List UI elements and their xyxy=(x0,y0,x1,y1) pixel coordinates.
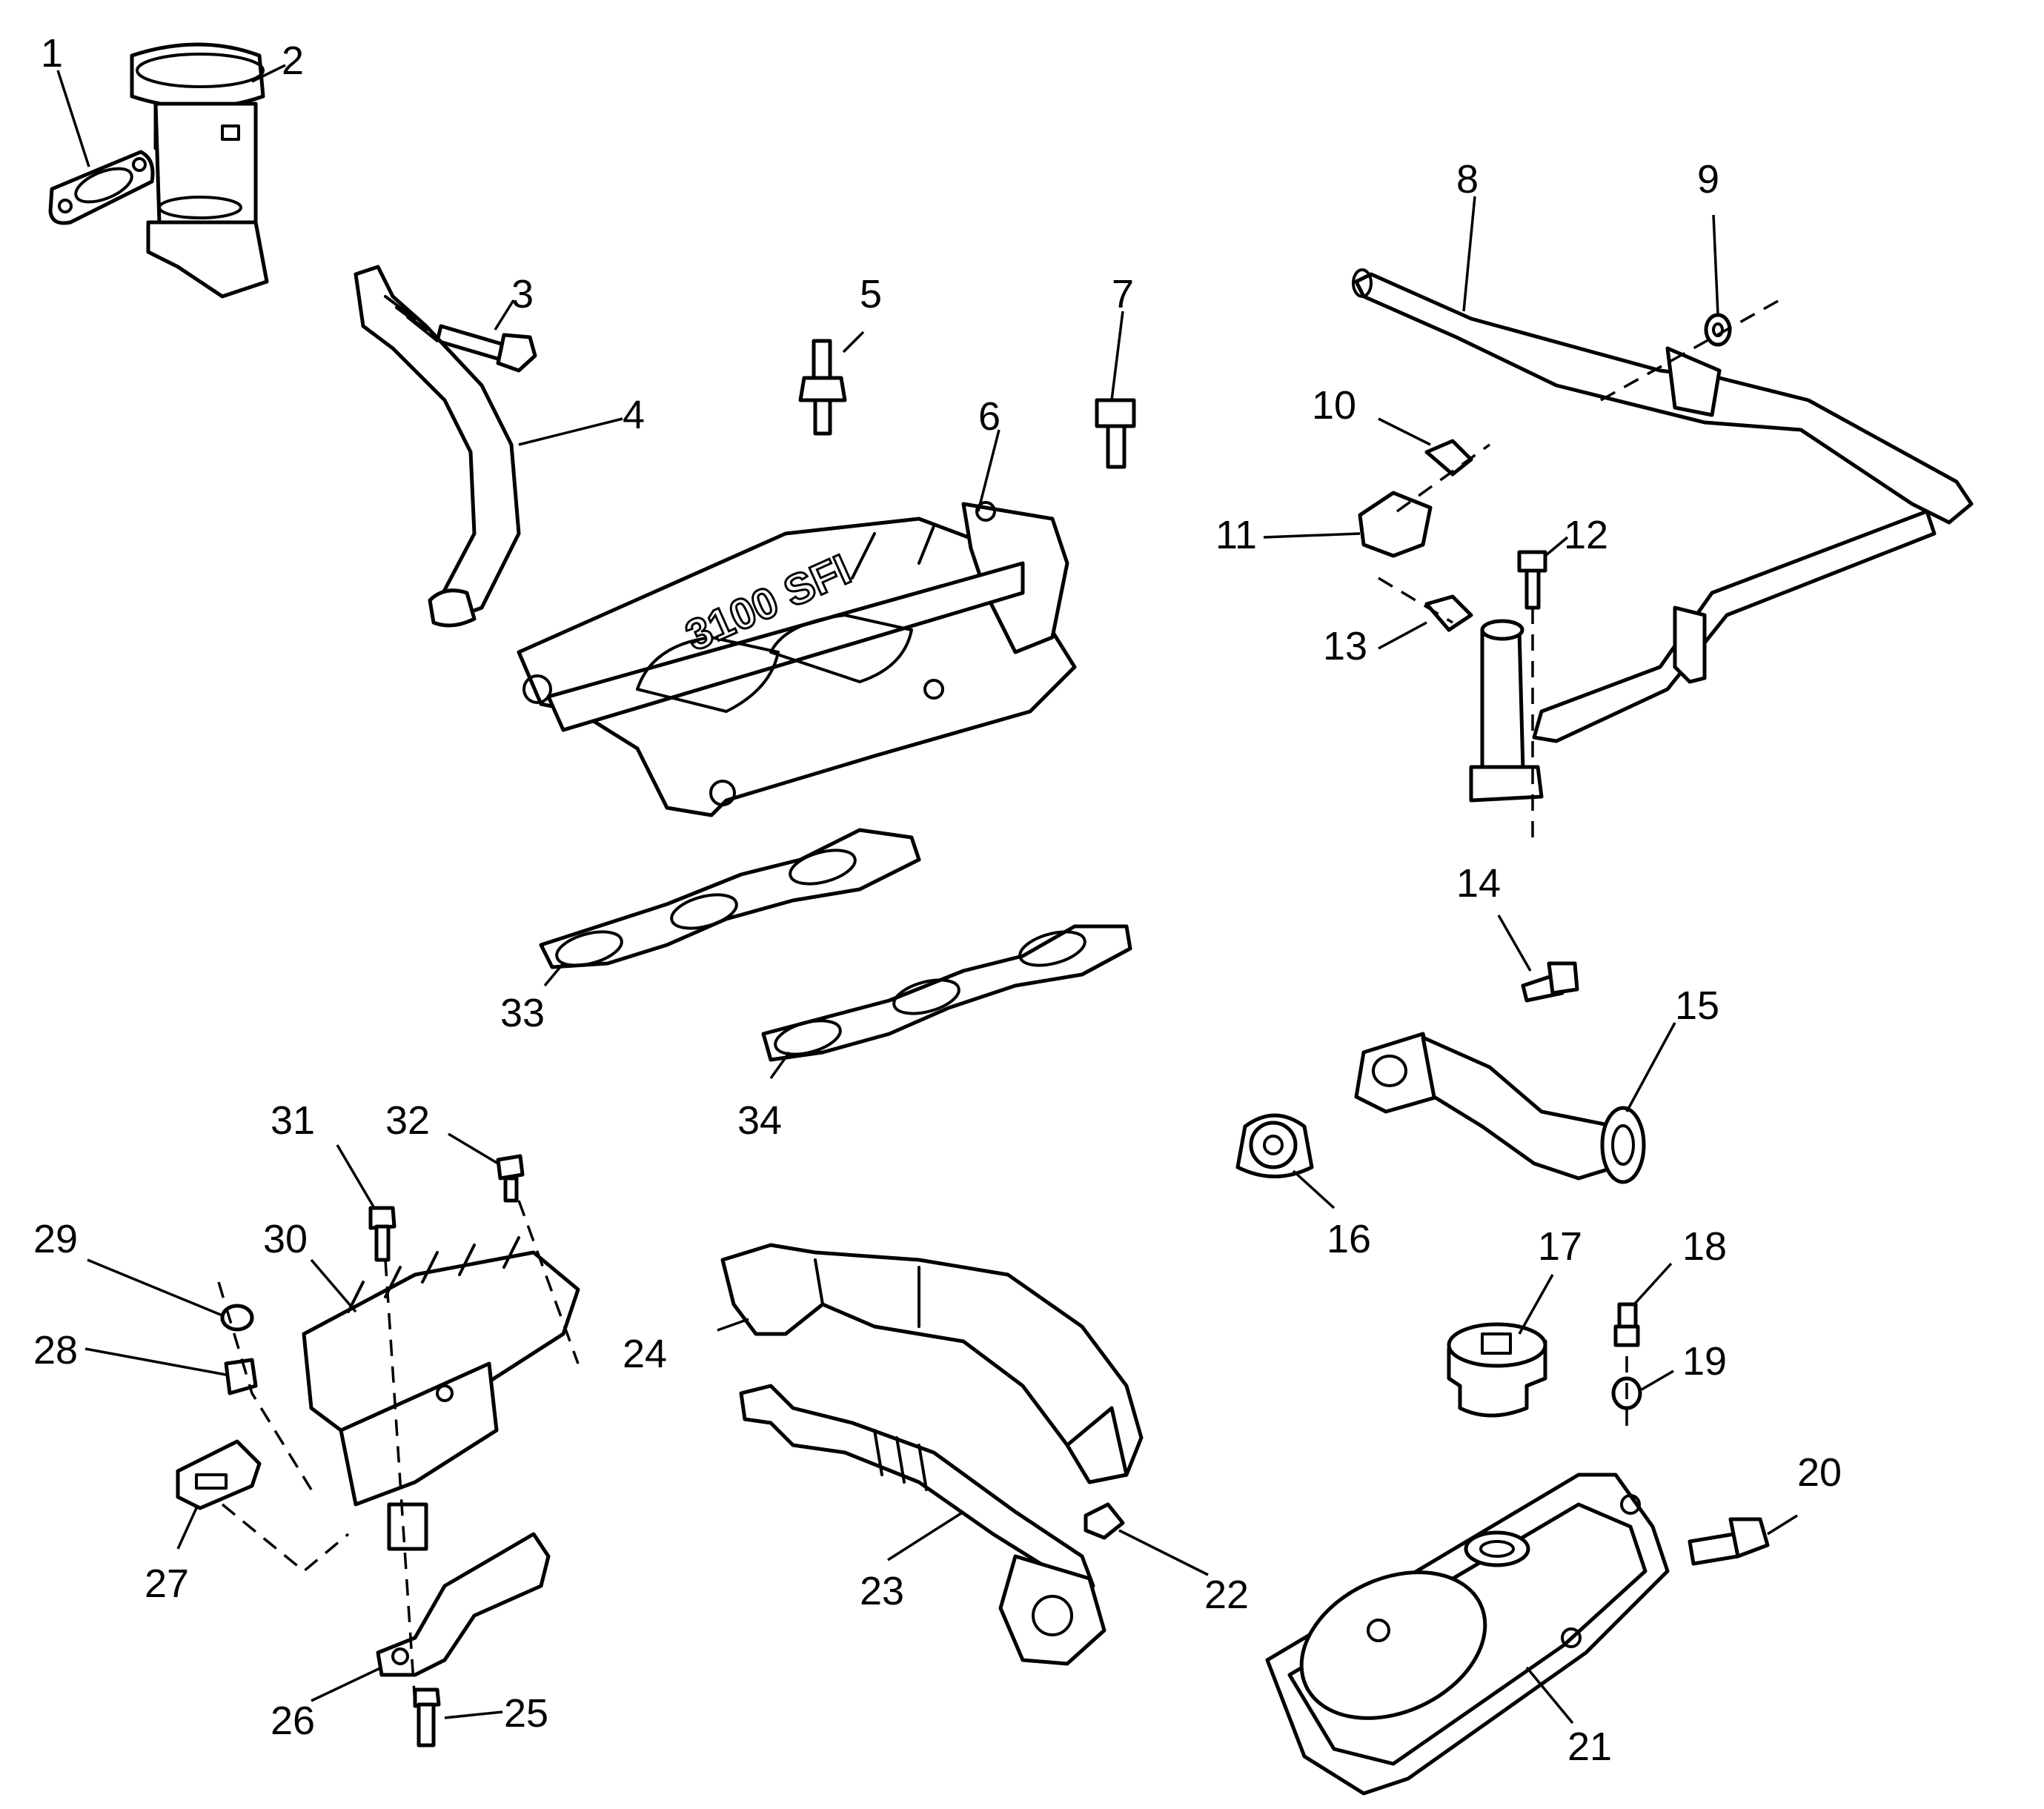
callout-24: 24 xyxy=(623,1332,667,1376)
part-33-gasket xyxy=(539,828,921,969)
part-17-oil-fill-cap xyxy=(1447,1322,1547,1418)
callout-11: 11 xyxy=(1215,513,1257,557)
part-13-clamp xyxy=(1424,594,1473,632)
part-31-bolt xyxy=(368,1206,396,1262)
bypass-pipe xyxy=(1469,619,1544,803)
part-18-sensor xyxy=(1613,1302,1640,1347)
part-7-bolt xyxy=(1095,398,1136,469)
callout-2: 2 xyxy=(282,39,304,83)
part-20-bolt xyxy=(1688,1517,1770,1566)
part-16-thermostat xyxy=(1235,1113,1314,1178)
callout-26: 26 xyxy=(271,1699,315,1743)
callout-numbers: 1 2 3 4 5 6 7 8 9 10 11 12 13 14 15 16 1… xyxy=(33,31,1842,1769)
callout-21: 21 xyxy=(1567,1725,1612,1769)
part-34-gasket xyxy=(761,924,1132,1062)
part-25-bolt xyxy=(413,1687,441,1747)
part-22-plug xyxy=(1084,1502,1125,1540)
callout-34: 34 xyxy=(737,1098,782,1143)
callout-1: 1 xyxy=(41,31,63,76)
callout-30: 30 xyxy=(263,1217,308,1261)
part-30-ignition-coil-module xyxy=(302,1236,580,1507)
part-14-bolt xyxy=(1521,961,1579,1003)
callout-17: 17 xyxy=(1538,1224,1582,1269)
part-24-heat-shield xyxy=(720,1243,1144,1484)
callout-3: 3 xyxy=(511,272,534,316)
callout-32: 32 xyxy=(385,1098,430,1143)
part-32-bolt xyxy=(496,1154,525,1203)
part-1-egr-gasket xyxy=(48,150,155,225)
part-5-stud xyxy=(798,339,847,436)
callout-25: 25 xyxy=(504,1691,548,1736)
callout-16: 16 xyxy=(1327,1217,1371,1261)
part-8-heater-tube xyxy=(1352,268,1974,743)
part-10-clamp xyxy=(1424,439,1473,477)
callout-23: 23 xyxy=(860,1569,904,1613)
callout-18: 18 xyxy=(1682,1224,1727,1269)
callout-4: 4 xyxy=(623,393,645,437)
part-4-egr-pipe xyxy=(354,265,521,628)
part-27-connector xyxy=(176,1439,262,1510)
callout-27: 27 xyxy=(145,1561,189,1606)
part-2-egr-valve xyxy=(130,42,269,299)
callout-20: 20 xyxy=(1797,1450,1842,1495)
callout-19: 19 xyxy=(1682,1339,1727,1384)
callout-22: 22 xyxy=(1204,1573,1249,1617)
callout-6: 6 xyxy=(978,394,1001,439)
part-11-hose-elbow xyxy=(1358,491,1433,558)
callout-7: 7 xyxy=(1112,272,1134,316)
dashed-alignment-lines xyxy=(217,295,1787,1705)
leader-lines xyxy=(56,64,1798,1725)
callout-31: 31 xyxy=(271,1098,315,1143)
part-21-rocker-cover xyxy=(1265,1473,1670,1796)
part-12-bolt xyxy=(1517,550,1547,610)
callout-8: 8 xyxy=(1456,157,1479,202)
callout-15: 15 xyxy=(1675,983,1719,1028)
callout-33: 33 xyxy=(500,991,545,1035)
callout-12: 12 xyxy=(1564,513,1608,557)
part-23-crossover-pipe xyxy=(739,1384,1106,1666)
callout-10: 10 xyxy=(1312,383,1356,428)
callout-13: 13 xyxy=(1323,624,1367,668)
callout-14: 14 xyxy=(1456,861,1501,906)
callout-9: 9 xyxy=(1697,157,1719,202)
callout-5: 5 xyxy=(860,272,882,316)
part-15-water-outlet xyxy=(1354,1032,1646,1184)
callout-29: 29 xyxy=(33,1217,78,1261)
part-6-upper-intake-manifold: 3100 SFI xyxy=(517,501,1077,817)
callout-28: 28 xyxy=(33,1328,78,1372)
part-3-bolt xyxy=(435,324,537,373)
part-26-bracket xyxy=(376,1502,551,1677)
